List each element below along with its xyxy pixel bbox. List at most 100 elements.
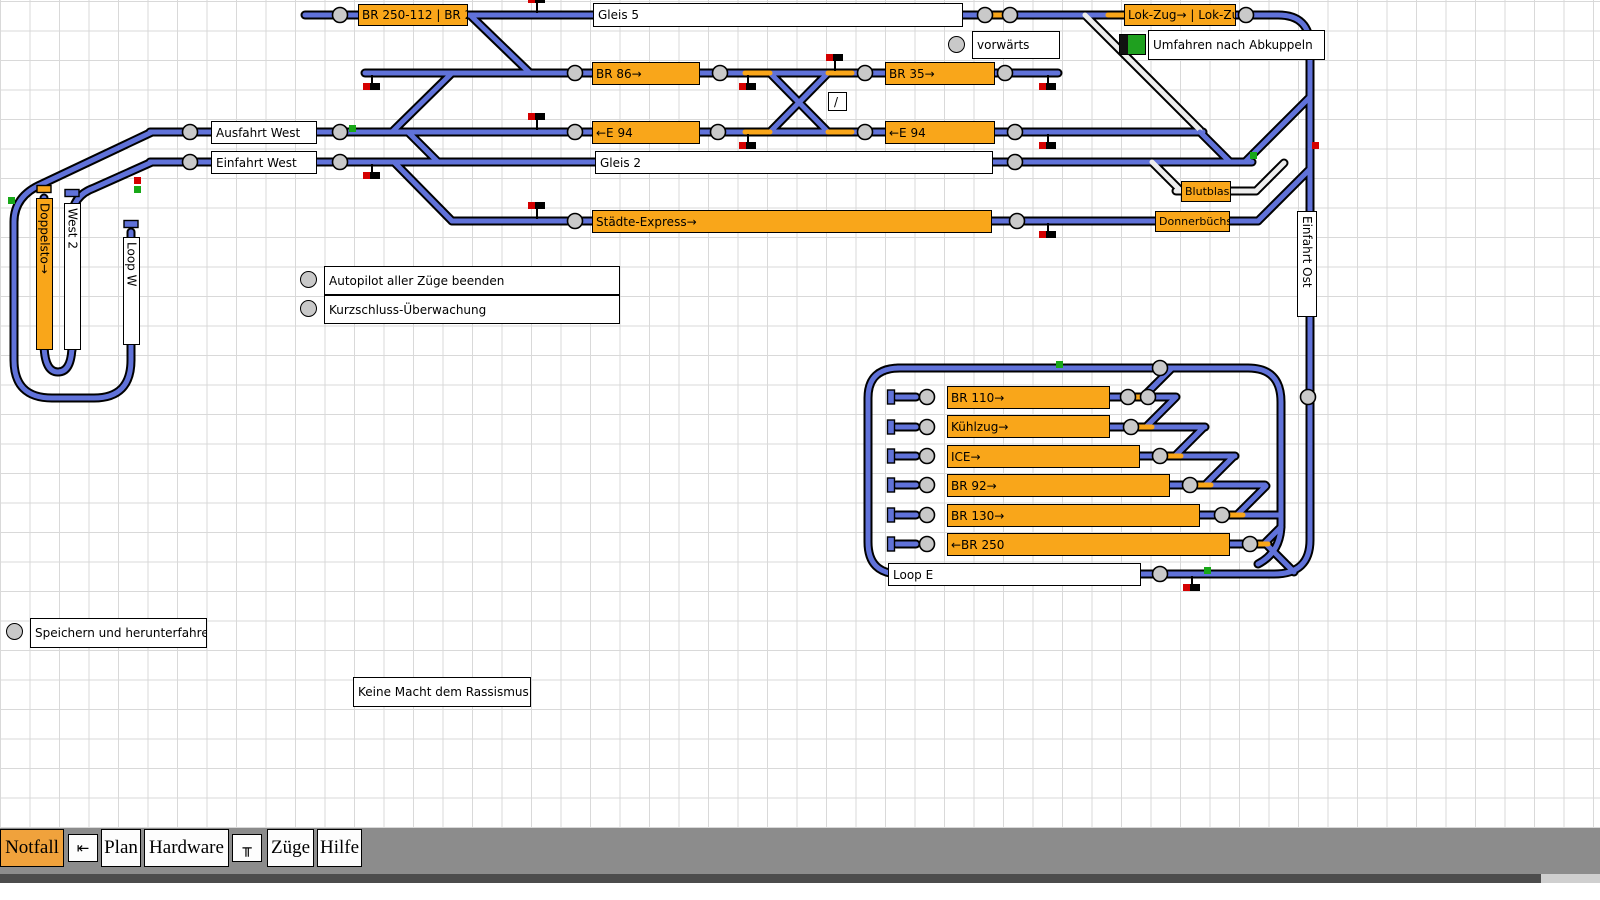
switch-button[interactable] [331, 123, 349, 141]
switch-button[interactable] [331, 6, 349, 24]
block-label-ausfahrt-west[interactable]: Ausfahrt West [211, 121, 317, 144]
signal-icon[interactable] [363, 75, 380, 90]
train-label-e94-b[interactable]: ←E 94 [885, 121, 995, 144]
short-circuit-watch-button[interactable] [300, 300, 317, 317]
switch-button[interactable] [918, 418, 936, 436]
hilfe-button[interactable]: Hilfe [317, 829, 362, 867]
switch-button[interactable] [1006, 123, 1024, 141]
switch-button[interactable] [709, 123, 727, 141]
train-label-br250[interactable]: ←BR 250 [947, 533, 1230, 556]
block-label-west2[interactable]: West 2 [64, 203, 81, 350]
train-label-br92[interactable]: BR 92→ [947, 474, 1170, 497]
block-label-einfahrt-west[interactable]: Einfahrt West [211, 151, 317, 174]
plan-button[interactable]: Plan [101, 829, 141, 867]
hardware-button[interactable]: Hardware [144, 829, 229, 867]
switch-button[interactable] [1151, 447, 1169, 465]
switch-button[interactable] [711, 64, 729, 82]
save-shutdown-button[interactable] [6, 623, 23, 640]
train-label-br130[interactable]: BR 130→ [947, 504, 1200, 527]
switch-button[interactable] [918, 476, 936, 494]
track-plan-canvas[interactable]: BR 250-112 | BR 2 Lok-Zug→ | Lok-Zug BR … [0, 0, 1600, 828]
switch-button[interactable] [1119, 388, 1137, 406]
block-label-loop-w[interactable]: Loop W [123, 237, 140, 345]
direction-status-label: vorwärts [972, 31, 1060, 59]
horizontal-scrollbar[interactable] [0, 874, 1600, 883]
block-label-loop-e[interactable]: Loop E [888, 563, 1141, 586]
switch-button[interactable] [976, 6, 994, 24]
direction-toggle-button[interactable] [948, 36, 965, 53]
switch-button[interactable] [918, 506, 936, 524]
signal-icon[interactable] [1039, 223, 1056, 238]
signal-icon[interactable] [1183, 576, 1200, 591]
train-label-br110[interactable]: BR 110→ [947, 386, 1110, 409]
switch-button[interactable] [1151, 359, 1169, 377]
signal-icon[interactable] [528, 0, 545, 13]
switch-button[interactable] [181, 153, 199, 171]
scrollbar-thumb[interactable] [0, 874, 1541, 883]
switch-button[interactable] [1122, 418, 1140, 436]
switch-button[interactable] [1001, 6, 1019, 24]
switch-button[interactable] [181, 123, 199, 141]
train-label-doppelstock[interactable]: Doppelsto→ [36, 198, 53, 350]
signal-icon[interactable] [363, 164, 380, 179]
train-label-ice[interactable]: ICE→ [947, 445, 1140, 468]
green-indicator [8, 197, 15, 204]
train-label-donnerbuechse[interactable]: Donnerbüchse [1155, 211, 1230, 232]
buffer-stop [123, 219, 139, 229]
signal-icon[interactable] [1039, 134, 1056, 149]
switch-button[interactable] [1181, 476, 1199, 494]
signal-icon[interactable] [826, 54, 843, 71]
green-indicator [1250, 152, 1257, 159]
shunt-icon-button[interactable]: ⇤ [68, 834, 98, 862]
switch-button[interactable] [1006, 153, 1024, 171]
train-label-br35[interactable]: BR 35→ [885, 62, 995, 85]
train-label-blutblase[interactable]: Blutblase [1181, 181, 1231, 202]
train-label-staedte-express[interactable]: Städte-Express→ [592, 210, 992, 233]
block-label-einfahrt-ost[interactable]: Einfahrt Ost [1297, 211, 1317, 317]
umfahren-label[interactable]: Umfahren nach Abkuppeln [1148, 30, 1325, 60]
switch-button[interactable] [331, 153, 349, 171]
switch-button[interactable] [566, 212, 584, 230]
zuege-button[interactable]: Züge [267, 829, 314, 867]
switch-button[interactable] [856, 64, 874, 82]
train-label-br86[interactable]: BR 86→ [592, 62, 700, 85]
toggle-on-segment [1128, 35, 1145, 54]
switch-button[interactable] [566, 123, 584, 141]
block-label-gleis2[interactable]: Gleis 2 [595, 151, 993, 174]
autopilot-stop-button[interactable] [300, 271, 317, 288]
signal-icon[interactable] [1039, 75, 1056, 90]
train-label-lok-zug[interactable]: Lok-Zug→ | Lok-Zug [1124, 4, 1236, 26]
switch-button[interactable] [918, 447, 936, 465]
switch-button[interactable] [1299, 388, 1317, 406]
switch-button[interactable] [918, 388, 936, 406]
short-circuit-watch-label[interactable]: Kurzschluss-Überwachung [324, 295, 620, 324]
signal-icon[interactable] [739, 134, 756, 149]
switch-button[interactable] [996, 64, 1014, 82]
switch-button[interactable] [1213, 506, 1231, 524]
train-label-kuehlzug[interactable]: Kühlzug→ [947, 415, 1110, 438]
crossing-control[interactable]: / [828, 92, 847, 111]
switch-button[interactable] [1151, 565, 1169, 583]
signal-icon[interactable] [739, 75, 756, 90]
train-label-br250-112[interactable]: BR 250-112 | BR 2 [358, 4, 468, 26]
autopilot-stop-label[interactable]: Autopilot aller Züge beenden [324, 266, 620, 295]
buffer-stop [886, 536, 896, 552]
switch-button[interactable] [1139, 388, 1157, 406]
toggle-off-segment [1120, 35, 1128, 54]
switch-button[interactable] [856, 123, 874, 141]
switch-button[interactable] [1237, 6, 1255, 24]
train-label-e94-a[interactable]: ←E 94 [592, 121, 700, 144]
signal-icon-button[interactable]: ╥ [232, 834, 262, 862]
switch-button[interactable] [918, 535, 936, 553]
save-shutdown-label[interactable]: Speichern und herunterfahren [30, 618, 207, 648]
switch-button[interactable] [1008, 212, 1026, 230]
switch-button[interactable] [566, 64, 584, 82]
signal-icon[interactable] [528, 113, 545, 130]
green-indicator [1204, 567, 1211, 574]
signal-icon[interactable] [528, 202, 545, 219]
notfall-button[interactable]: Notfall [0, 829, 64, 867]
switch-button[interactable] [1241, 535, 1259, 553]
block-label-gleis5[interactable]: Gleis 5 [593, 3, 963, 27]
umfahren-toggle[interactable] [1119, 34, 1146, 55]
green-indicator [134, 186, 141, 193]
